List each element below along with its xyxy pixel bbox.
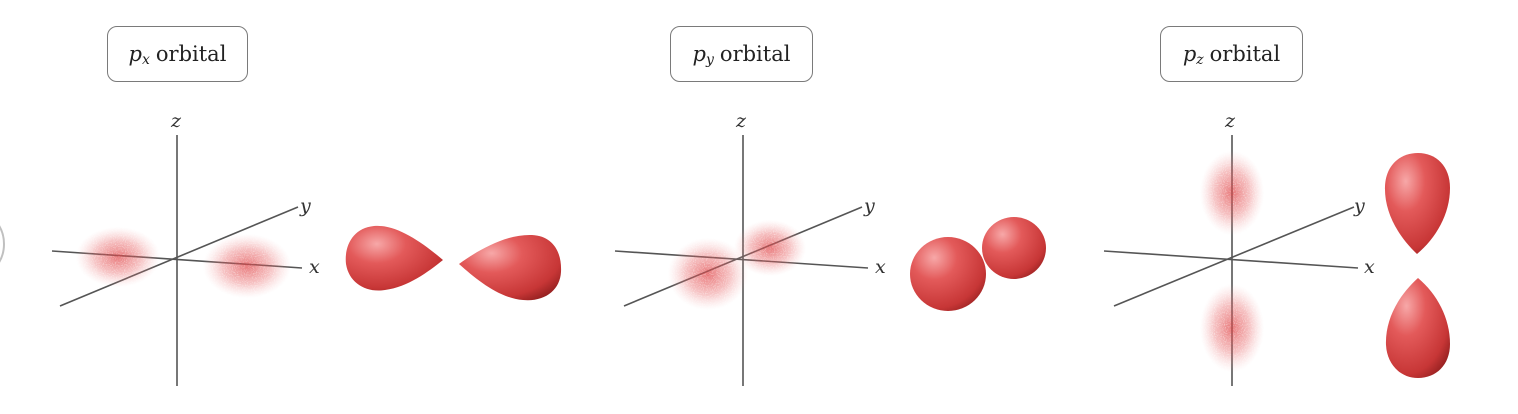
py-lobe-front xyxy=(910,237,986,311)
pz-cloud-bottom xyxy=(1200,284,1264,372)
label-subscript: z xyxy=(1196,52,1204,68)
label-symbol: p xyxy=(1182,42,1197,66)
pz-z-axis-label: z xyxy=(1225,110,1236,132)
pz-y-axis-label: y xyxy=(1354,195,1365,217)
py-electron-cloud xyxy=(668,220,806,310)
px-lobe-right xyxy=(459,234,562,301)
py-lobe-back xyxy=(982,217,1046,279)
pz-x-axis-label: x xyxy=(1364,256,1375,278)
edge-circle-decoration xyxy=(0,225,5,263)
pz-x-axis xyxy=(1103,250,1359,269)
py-x-axis-label: x xyxy=(875,256,886,278)
pz-lobe-top xyxy=(1384,153,1450,254)
px-lobe-left xyxy=(345,225,443,291)
px-x-axis-label: x xyxy=(309,256,320,278)
label-subscript: y xyxy=(706,52,714,68)
pz-cloud-top xyxy=(1200,151,1264,235)
px-electron-cloud xyxy=(76,227,291,298)
pz-y-axis xyxy=(1113,206,1355,307)
label-suffix: orbital xyxy=(1209,42,1281,66)
pz-electron-cloud xyxy=(1200,151,1264,372)
py-y-axis-label: y xyxy=(864,195,875,217)
py-panel xyxy=(614,135,1046,386)
pz-lobe-model xyxy=(1384,153,1450,378)
py-cloud-back xyxy=(734,220,806,276)
px-y-axis xyxy=(59,206,299,307)
pz-panel xyxy=(1103,135,1450,386)
label-symbol: p xyxy=(128,42,142,66)
label-suffix: orbital xyxy=(155,42,227,66)
px-lobe-model xyxy=(345,225,562,301)
py-lobe-model xyxy=(910,217,1046,311)
label-symbol: p xyxy=(692,42,706,66)
label-subscript: x xyxy=(142,52,150,68)
px-z-axis-label: z xyxy=(171,110,182,132)
px-cloud-left xyxy=(76,227,160,287)
py-z-axis-label: z xyxy=(736,110,747,132)
px-y-axis-label: y xyxy=(300,195,311,217)
label-suffix: orbital xyxy=(719,42,791,66)
px-panel xyxy=(51,135,562,386)
pz-lobe-bottom xyxy=(1385,278,1450,378)
py-cloud-front xyxy=(668,238,748,310)
px-cloud-right xyxy=(203,234,291,298)
